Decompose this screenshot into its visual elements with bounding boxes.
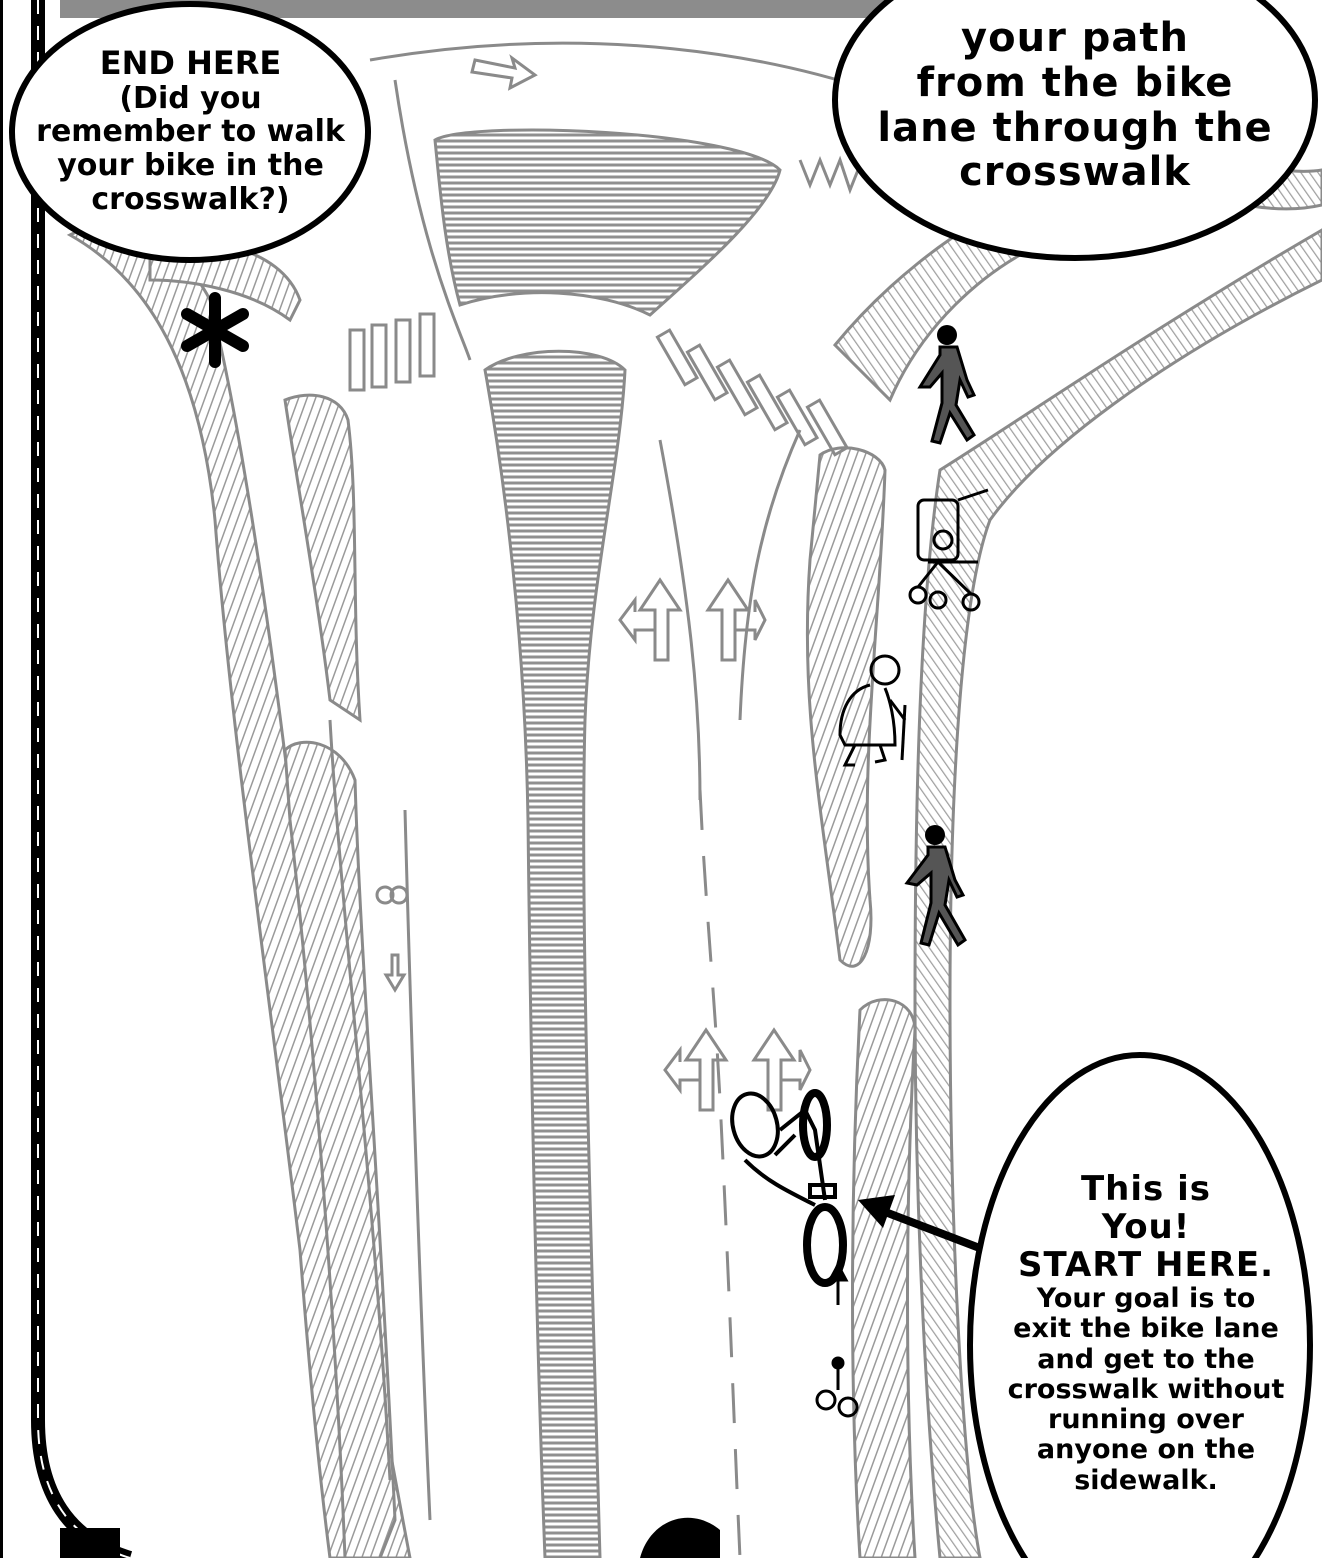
path-bubble-line: your path [860, 16, 1290, 61]
end-bubble-title: END HERE [18, 46, 363, 82]
end-bubble-text: END HERE (Did you remember to walk your … [18, 46, 363, 216]
end-bubble-line: crosswalk?) [18, 183, 363, 217]
start-bubble-line: anyone on the [990, 1435, 1302, 1465]
start-bubble-line: sidewalk. [990, 1466, 1302, 1496]
path-bubble-text: your path from the bike lane through the… [860, 16, 1290, 195]
path-bubble-line: crosswalk [860, 150, 1290, 195]
path-bubble-line: from the bike [860, 61, 1290, 106]
start-bubble-line: Your goal is to [990, 1284, 1302, 1314]
start-bubble-title-line: You! [990, 1208, 1302, 1246]
start-bubble-text: This is You! START HERE. Your goal is to… [990, 1170, 1302, 1496]
start-bubble-line: and get to the [990, 1345, 1302, 1375]
end-bubble-line: remember to walk [18, 115, 363, 149]
end-bubble-line: (Did you [18, 82, 363, 116]
path-bubble-line: lane through the [860, 106, 1290, 151]
start-bubble-line: crosswalk without [990, 1375, 1302, 1405]
start-bubble-line: running over [990, 1405, 1302, 1435]
start-bubble-title-line: This is [990, 1170, 1302, 1208]
start-bubble-line: exit the bike lane [990, 1314, 1302, 1344]
start-bubble-title-line: START HERE. [990, 1246, 1302, 1284]
right-median-lower [853, 1000, 916, 1558]
end-bubble-line: your bike in the [18, 149, 363, 183]
